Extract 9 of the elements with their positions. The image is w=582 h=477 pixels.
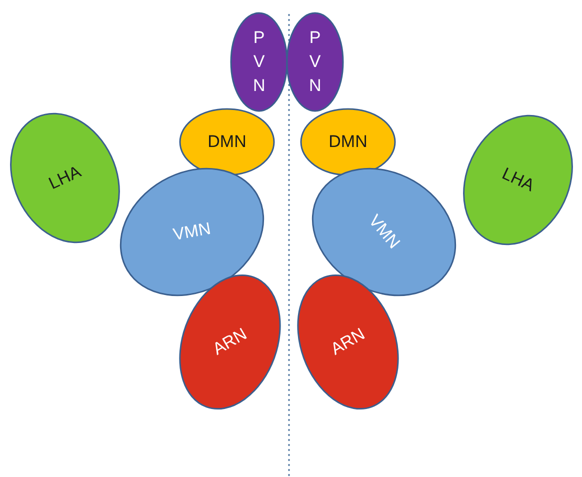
- nucleus-label: ARN: [209, 324, 251, 360]
- nucleus-label: LHA: [46, 162, 84, 194]
- nucleus-label: DMN: [328, 132, 368, 152]
- nucleus-label: DMN: [208, 132, 246, 152]
- nucleus-label: VMN: [172, 218, 212, 246]
- nucleus-label: LHA: [498, 164, 538, 196]
- nucleus-label: ARN: [327, 324, 369, 360]
- nucleus-label: PVN: [309, 27, 321, 97]
- nucleus-label: PVN: [253, 27, 265, 97]
